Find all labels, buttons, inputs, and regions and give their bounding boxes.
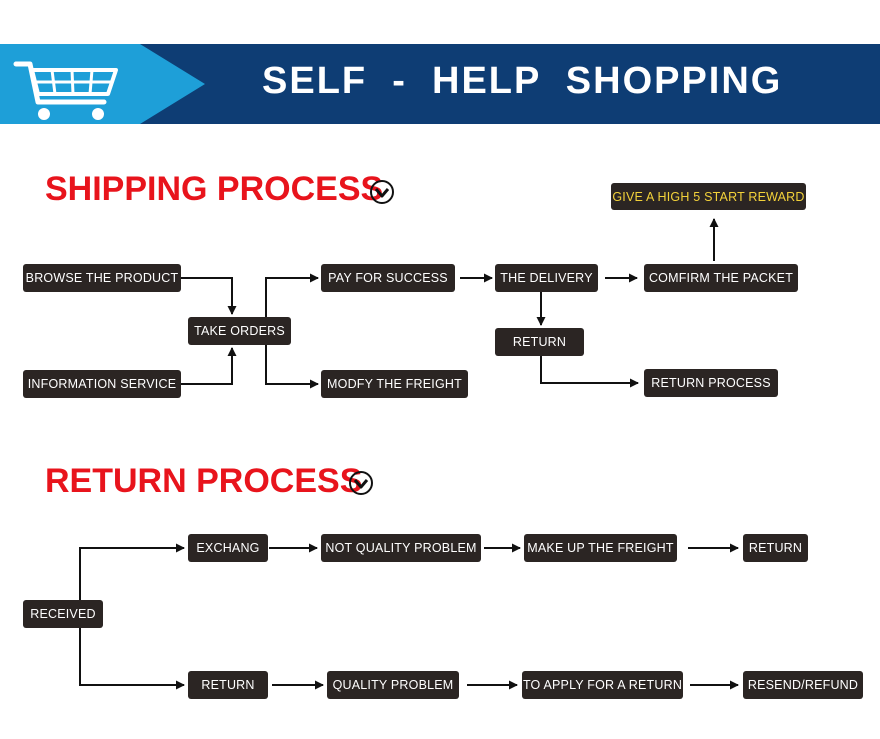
- delivery-box: THE DELIVERY: [495, 264, 598, 292]
- exchange-box: EXCHANG: [188, 534, 268, 562]
- reward-box: GIVE A HIGH 5 START REWARD: [611, 183, 806, 210]
- quality-problem-box: QUALITY PROBLEM: [327, 671, 459, 699]
- shipping-process-title: SHIPPING PROCESS: [45, 170, 384, 208]
- chevron-down-icon: [349, 471, 373, 495]
- return-process-box: RETURN PROCESS: [644, 369, 778, 397]
- shipping-return-box: RETURN: [495, 328, 584, 356]
- not-quality-problem-box: NOT QUALITY PROBLEM: [321, 534, 481, 562]
- information-service-box: INFORMATION SERVICE: [23, 370, 181, 398]
- return-process-title: RETURN PROCESS: [45, 462, 363, 500]
- confirm-packet-box: COMFIRM THE PACKET: [644, 264, 798, 292]
- page-title: SELF - HELP SHOPPING: [262, 60, 783, 102]
- return-box: RETURN: [188, 671, 268, 699]
- apply-return-box: TO APPLY FOR A RETURN: [522, 671, 683, 699]
- make-up-freight-box: MAKE UP THE FREIGHT: [524, 534, 677, 562]
- received-box: RECEIVED: [23, 600, 103, 628]
- chevron-down-icon: [370, 180, 394, 204]
- resend-refund-box: RESEND/REFUND: [743, 671, 863, 699]
- pay-for-success-box: PAY FOR SUCCESS: [321, 264, 455, 292]
- banner-cart-tab: [0, 44, 205, 124]
- take-orders-box: TAKE ORDERS: [188, 317, 291, 345]
- shopping-cart-icon: [13, 61, 118, 105]
- browse-product-box: BROWSE THE PRODUCT: [23, 264, 181, 292]
- return-final-box: RETURN: [743, 534, 808, 562]
- modify-freight-box: MODFY THE FREIGHT: [321, 370, 468, 398]
